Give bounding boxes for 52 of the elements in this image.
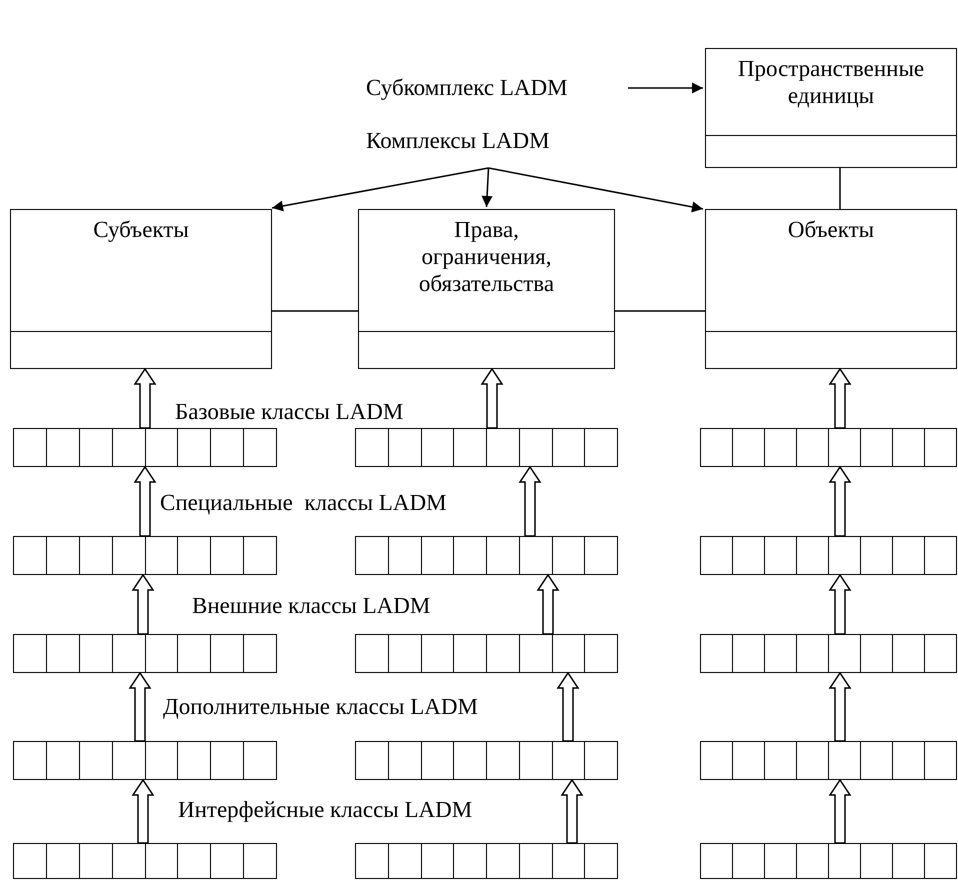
connector-line: [272, 310, 358, 312]
class-strip: [355, 536, 618, 575]
class-name: Пространственные единицы: [736, 55, 926, 109]
class-name: Субъекты: [92, 216, 190, 243]
class-strip: [700, 741, 957, 780]
hollow-arrow: [128, 672, 152, 742]
hollow-arrow: [134, 368, 156, 429]
class-strip: [355, 741, 618, 780]
hollow-arrow: [560, 778, 584, 844]
class-name: Права, ограничения, обязательства: [418, 216, 556, 297]
class-strip: [700, 536, 957, 575]
class-strip: [13, 843, 277, 879]
class-strip: [700, 843, 957, 879]
hollow-arrow: [828, 672, 852, 742]
class-strip: [700, 428, 957, 467]
connector-line: [615, 310, 705, 312]
class-strip: [355, 843, 618, 879]
layer-label: Специальные классы LADM: [160, 489, 447, 517]
hollow-arrow: [536, 574, 560, 635]
arrow: [628, 82, 703, 94]
class-strip: [13, 741, 277, 780]
class-box: [705, 209, 957, 369]
hollow-arrow: [828, 574, 852, 635]
class-strip: [13, 428, 277, 467]
hollow-arrow: [132, 778, 154, 844]
class-strip: [13, 634, 277, 673]
layer-label: Дополнительные классы LADM: [163, 693, 478, 721]
hollow-arrow: [134, 466, 156, 537]
class-box: [705, 48, 957, 168]
layer-label: Внешние классы LADM: [192, 592, 430, 620]
class-name: Объекты: [786, 216, 876, 243]
hollow-arrow: [828, 778, 852, 844]
hollow-arrow: [828, 368, 852, 429]
hollow-arrow: [828, 466, 852, 537]
class-strip: [355, 428, 618, 467]
text-label: Комплексы LADM: [366, 127, 611, 155]
text-label: Субкомплекс LADM: [366, 74, 616, 102]
class-box: [358, 209, 615, 369]
class-strip: [355, 634, 618, 673]
class-strip: [13, 536, 277, 575]
arrow: [488, 167, 704, 212]
hollow-arrow: [480, 368, 504, 429]
class-strip: [700, 634, 957, 673]
connector-line: [839, 168, 841, 209]
layer-label: Интерфейсные классы LADM: [178, 796, 472, 824]
layer-label: Базовые классы LADM: [175, 398, 404, 426]
arrow: [482, 168, 493, 208]
arrow: [272, 167, 489, 212]
class-box: [10, 209, 272, 369]
hollow-arrow: [556, 672, 580, 742]
hollow-arrow: [132, 574, 154, 635]
hollow-arrow: [518, 466, 542, 537]
